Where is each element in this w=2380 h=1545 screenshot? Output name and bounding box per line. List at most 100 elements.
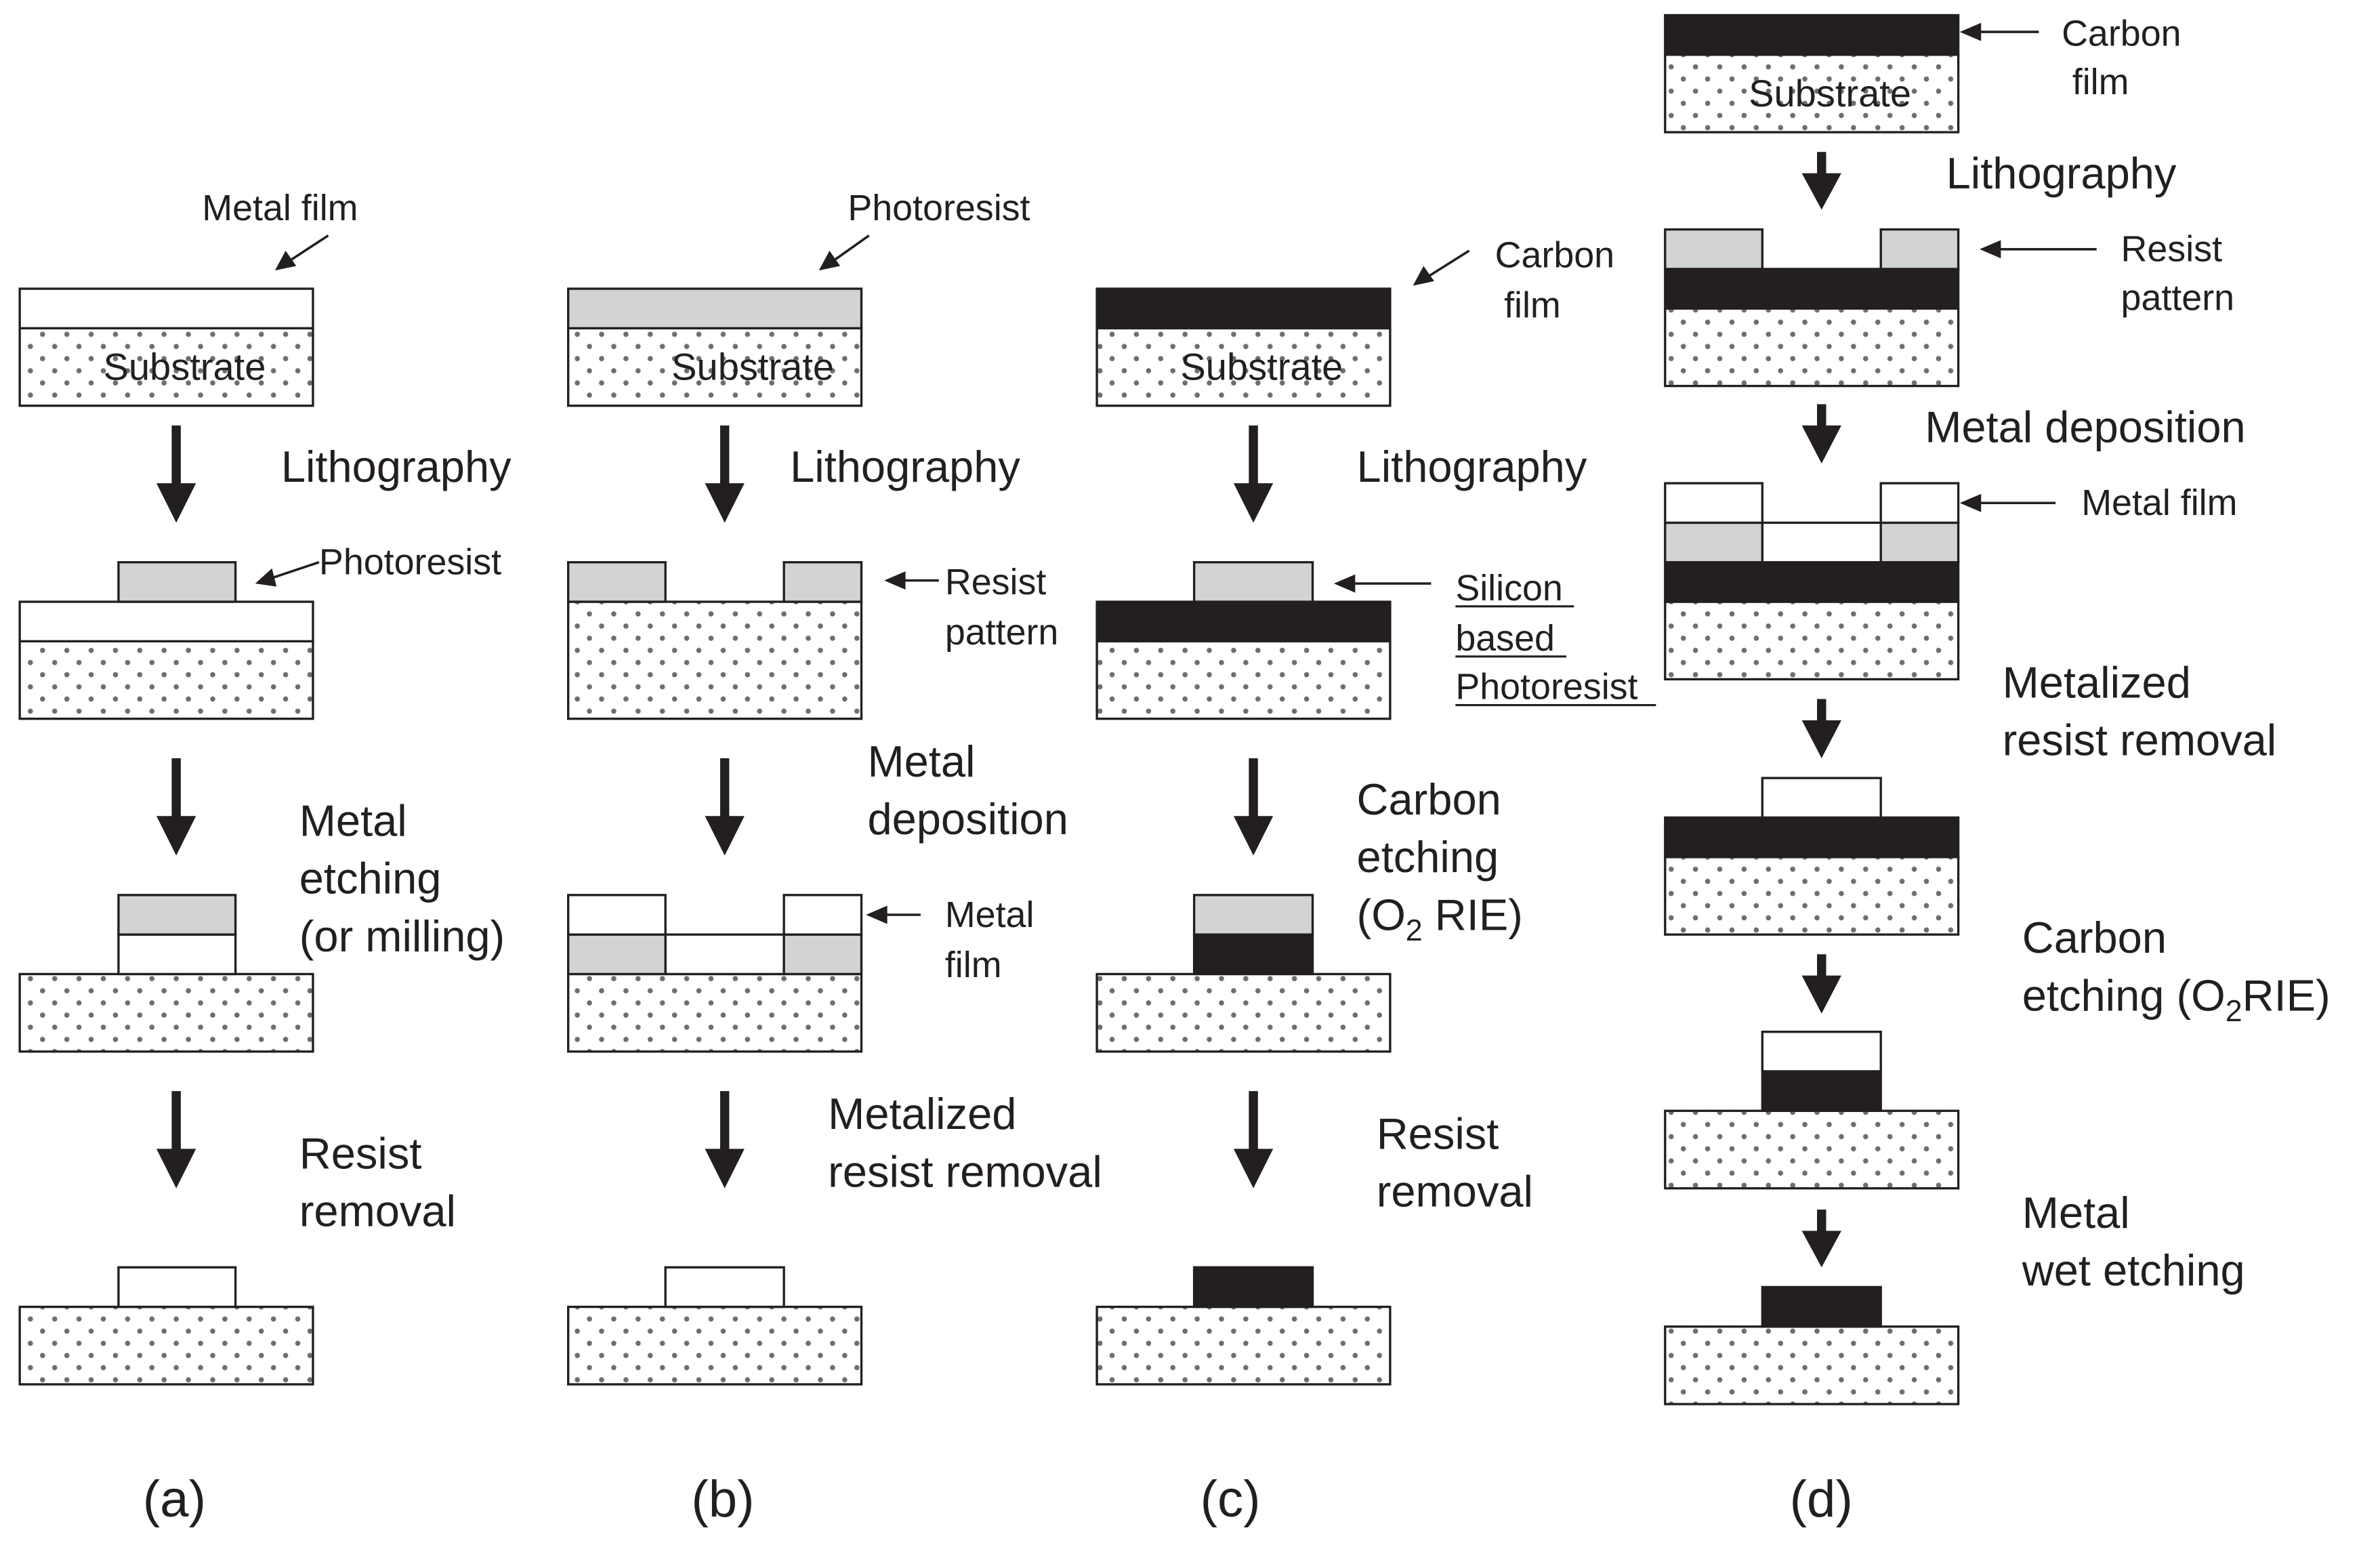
substrate-layer <box>18 972 314 1053</box>
silicon-photoresist-block <box>1192 894 1314 936</box>
panel-letter-a: (a) <box>143 1470 206 1528</box>
step-carbon-etching-line2: etching (O2RIE) <box>2022 970 2331 1028</box>
resist-pattern-right <box>782 561 863 603</box>
step-resist-removal-line2: removal <box>1377 1167 1533 1216</box>
process-arrow <box>1801 699 1841 759</box>
silicon-photoresist-block <box>1192 561 1314 603</box>
metal-line-block <box>664 1266 785 1309</box>
pointer-arrow <box>1959 493 2056 512</box>
pointer-arrow <box>818 234 870 271</box>
pointer-arrow <box>1959 22 2039 41</box>
carbon-film-layer <box>1095 600 1392 643</box>
substrate-layer <box>1664 54 1960 133</box>
metal-on-resist-left <box>567 894 667 936</box>
panel-letter-c: (c) <box>1201 1470 1261 1528</box>
pointer-arrow <box>274 234 329 271</box>
step-metal-etching-line1: Metal <box>299 796 407 845</box>
silicon-resist-label-line1: Silicon <box>1455 568 1563 609</box>
substrate-layer <box>1095 640 1392 720</box>
photoresist-block <box>117 561 237 603</box>
substrate-layer <box>567 972 863 1053</box>
metal-film-block <box>117 933 237 976</box>
substrate-layer <box>18 640 314 720</box>
step-metal-wet-line1: Metal <box>2022 1188 2130 1237</box>
step-metal-deposition-line2: deposition <box>867 794 1068 844</box>
silicon-resist-underline <box>1455 605 1656 707</box>
resist-pattern-left <box>567 561 667 603</box>
metal-on-resist-right <box>782 894 863 936</box>
step-metal-wet-line2: wet etching <box>2022 1245 2245 1295</box>
carbon-film-layer <box>1664 14 1960 56</box>
resist-pattern-label-line1: Resist <box>945 562 1047 602</box>
carbon-film-label-line1: Carbon <box>2062 13 2181 54</box>
metal-film-layer <box>18 287 314 330</box>
carbon-film-layer <box>1664 561 1960 603</box>
photoresist-block <box>117 894 237 936</box>
substrate-layer <box>1664 600 1960 681</box>
step-carbon-etching-line3: (O2 RIE) <box>1357 890 1523 947</box>
step-metal-deposition: Metal deposition <box>1925 403 2245 452</box>
photoresist-label: Photoresist <box>848 188 1030 228</box>
metal-line-block <box>117 1266 237 1309</box>
resist-pattern-left <box>1664 228 1763 270</box>
substrate-layer <box>1664 1109 1960 1190</box>
carbon-film-layer <box>1095 287 1392 330</box>
step-lithography: Lithography <box>1357 442 1587 491</box>
substrate-label: Substrate <box>671 346 834 388</box>
metal-film-label-line1: Metal <box>945 894 1035 935</box>
carbon-film-label-line2: film <box>2072 62 2129 102</box>
carbon-line-block <box>1761 1285 1882 1328</box>
panel-d <box>1664 14 1960 1405</box>
resist-pattern-label-line2: pattern <box>2121 277 2235 318</box>
step-lithography: Lithography <box>790 442 1020 491</box>
carbon-block <box>1192 933 1314 976</box>
panel-letter-b: (b) <box>691 1470 754 1528</box>
process-arrow <box>156 758 196 856</box>
metal-mask-block <box>1761 777 1882 819</box>
substrate-label: Substrate <box>1180 346 1343 388</box>
resist-pattern-left <box>567 933 667 976</box>
step-metalized-line2: resist removal <box>2003 716 2277 765</box>
substrate-layer <box>567 327 863 407</box>
step-carbon-etching-line1: Carbon <box>2022 913 2167 962</box>
metal-in-gap <box>1761 521 1882 564</box>
metal-mask-block <box>1761 1030 1882 1073</box>
step-lithography: Lithography <box>281 442 512 491</box>
photoresist-layer <box>567 287 863 330</box>
substrate-layer <box>1095 972 1392 1053</box>
step-metal-deposition-line1: Metal <box>867 737 975 786</box>
carbon-line-block <box>1192 1266 1314 1309</box>
pointer-arrow <box>255 561 320 587</box>
photoresist-label: Photoresist <box>319 542 501 583</box>
substrate-layer <box>1664 307 1960 388</box>
step-metalized-line2: resist removal <box>828 1147 1102 1196</box>
step-metal-etching-line2: etching <box>299 854 442 903</box>
substrate-label: Substrate <box>103 346 266 388</box>
metal-on-resist-left <box>1664 482 1763 524</box>
process-arrow <box>705 758 745 856</box>
process-arrow <box>1801 1210 1841 1268</box>
step-resist-removal-line1: Resist <box>1377 1109 1499 1158</box>
pointer-arrow <box>866 905 921 924</box>
silicon-resist-label-line3: Photoresist <box>1455 667 1637 707</box>
metal-in-gap <box>664 933 785 976</box>
step-carbon-etching-line1: Carbon <box>1357 775 1501 824</box>
panel-a <box>18 287 314 1386</box>
resist-pattern-right <box>1879 228 1960 270</box>
step-lithography: Lithography <box>1946 148 2177 198</box>
process-arrow <box>1801 152 1841 210</box>
process-arrow <box>1801 404 1841 464</box>
substrate-layer <box>1664 856 1960 936</box>
step-resist-removal-line1: Resist <box>299 1128 422 1178</box>
process-arrow <box>705 1091 745 1189</box>
process-arrow <box>1233 425 1274 523</box>
panel-letter-d: (d) <box>1790 1470 1853 1528</box>
process-arrow <box>156 425 196 523</box>
resist-pattern-right <box>1879 521 1960 564</box>
metal-film-label-line2: film <box>945 945 1002 985</box>
substrate-layer <box>18 1305 314 1386</box>
resist-pattern-left <box>1664 521 1763 564</box>
metal-film-label: Metal film <box>2081 482 2237 523</box>
carbon-film-label-line2: film <box>1504 285 1561 326</box>
